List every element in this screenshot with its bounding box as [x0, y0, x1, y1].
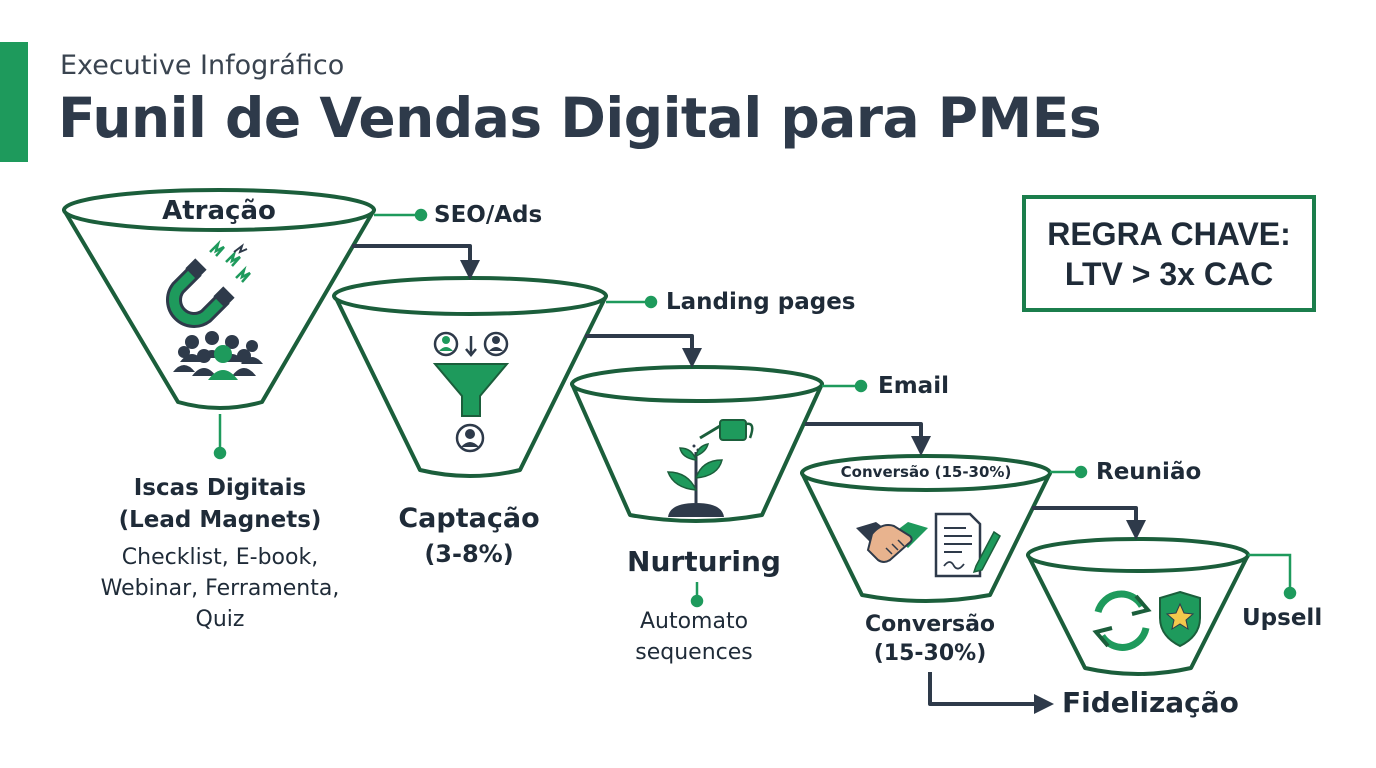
- key-rule-box: REGRA CHAVE: LTV > 3x CAC: [1022, 195, 1316, 312]
- page-title: Funil de Vendas Digital para PMEs: [58, 86, 1102, 150]
- filter-funnel-icon: [432, 363, 510, 417]
- stage-captacao-rate: (3-8%): [424, 540, 514, 568]
- stage-nurturing-title: Nurturing: [627, 545, 781, 578]
- stage-conversao-rate: (15-30%): [873, 641, 987, 666]
- iscas-line1: Checklist, E-book,: [121, 545, 319, 570]
- stage-fidelizacao-title: Fidelização: [1062, 686, 1239, 719]
- accent-bar: [0, 42, 28, 162]
- arrow-captacao-nurturing: [585, 334, 702, 368]
- label-reuniao: Reunião: [1096, 459, 1202, 485]
- iscas-line2: Webinar, Ferramenta,: [100, 576, 340, 601]
- shield-star-icon: [1159, 590, 1201, 648]
- iscas-line3: Quiz: [195, 607, 245, 632]
- connector-upsell: [1248, 553, 1292, 592]
- iscas-title-line1: Iscas Digitais: [133, 475, 307, 501]
- arrow-atracao-captacao: [352, 244, 480, 280]
- label-seo-ads: SEO/Ads: [434, 202, 543, 228]
- key-rule-line1: REGRA CHAVE:: [1047, 215, 1291, 252]
- page-subtitle: Executive Infográfico: [60, 50, 345, 81]
- key-rule-line2: LTV > 3x CAC: [1064, 255, 1274, 292]
- stage-conversao-rim-label: Conversão (15-30%): [840, 463, 1012, 481]
- automato-line2: sequences: [635, 640, 753, 665]
- iscas-title-line2: (Lead Magnets): [118, 507, 322, 533]
- refresh-cycle-icon: [1092, 590, 1152, 651]
- contract-icon: [934, 512, 1001, 578]
- handshake-icon: [856, 522, 928, 563]
- magnet-icon: [166, 239, 251, 328]
- arrow-nurturing-conversao: [805, 422, 931, 456]
- user-icon: [455, 423, 485, 453]
- plant-sprout-icon: [666, 443, 724, 517]
- stage-conversao-title: Conversão: [864, 612, 996, 637]
- stage-atracao-title: Atração: [162, 196, 276, 226]
- users-icon: [433, 331, 509, 357]
- arrow-conversao-fidelizacao: [1032, 506, 1146, 540]
- funnel-fidelizacao: [1026, 537, 1250, 676]
- label-upsell: Upsell: [1242, 605, 1323, 631]
- audience-group-icon: [173, 331, 263, 380]
- label-email: Email: [878, 373, 949, 399]
- stage-captacao-title: Captação: [398, 503, 540, 534]
- automato-line1: Automato: [639, 609, 749, 634]
- label-landing-pages: Landing pages: [666, 289, 856, 315]
- funnel-conversao: [800, 454, 1052, 603]
- arrow-to-fidelizacao-label: [928, 672, 1054, 714]
